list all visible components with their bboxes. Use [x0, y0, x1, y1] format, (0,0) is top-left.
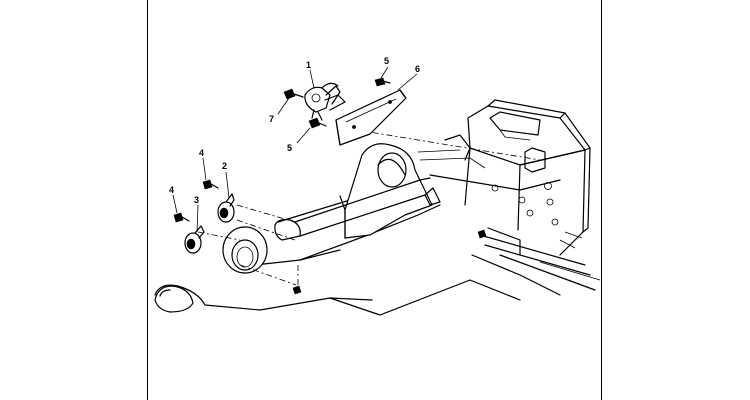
part-6-mounting-plate — [324, 89, 407, 146]
callout-5-lower: 5 — [287, 143, 292, 153]
part-2-horn — [217, 193, 235, 223]
bolt-5-upper — [374, 77, 391, 87]
bolt-4-upper — [202, 179, 219, 190]
part-1-sensor-switch — [304, 82, 341, 121]
callout-5-upper: 5 — [384, 56, 389, 66]
main-boom-arm — [154, 134, 561, 316]
frame-border-left — [147, 0, 148, 400]
boom-nut-right — [477, 229, 487, 239]
boom-nut-left — [292, 285, 302, 295]
callout-leaders — [172, 66, 418, 233]
callout-numbers: 1 2 3 4 4 5 5 6 7 — [169, 56, 420, 205]
callout-1: 1 — [306, 60, 311, 70]
bolt-4-lower — [173, 212, 190, 223]
rear-frame-assembly — [429, 99, 601, 291]
frame-border-right — [601, 0, 602, 400]
bolt-5-lower — [308, 117, 327, 129]
callout-4-upper: 4 — [199, 148, 204, 158]
alignment-lines — [197, 127, 541, 290]
callout-3: 3 — [194, 195, 199, 205]
callout-6: 6 — [415, 64, 420, 74]
bolt-7 — [283, 88, 304, 100]
callout-2: 2 — [222, 161, 227, 171]
callout-4-lower: 4 — [169, 185, 174, 195]
callout-7: 7 — [269, 114, 274, 124]
part-3-horn — [184, 225, 205, 254]
